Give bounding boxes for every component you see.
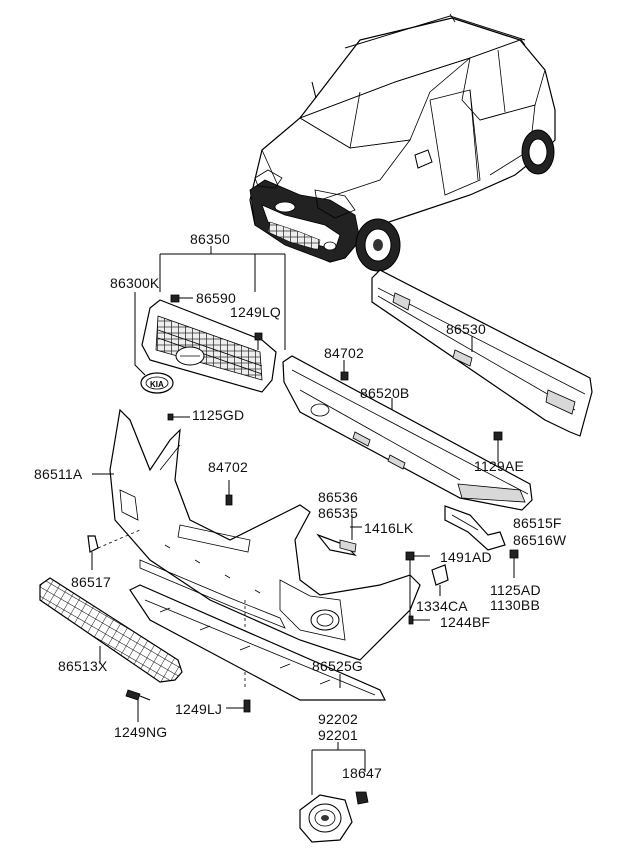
label-92201: 92201 xyxy=(318,727,358,743)
label-86517: 86517 xyxy=(71,574,111,590)
label-84702-mid: 84702 xyxy=(208,459,248,475)
fasteners-right xyxy=(405,551,449,625)
label-86513X: 86513X xyxy=(58,658,108,674)
bumper-beam xyxy=(371,269,593,462)
label-1125AD: 1125AD xyxy=(490,582,541,598)
label-86520B: 86520B xyxy=(360,385,409,401)
label-1130BB: 1130BB xyxy=(490,597,540,613)
label-1244BF: 1244BF xyxy=(440,614,490,630)
clip-86517 xyxy=(87,529,141,570)
label-1125GD: 1125GD xyxy=(192,407,244,423)
label-1416LK: 1416LK xyxy=(364,520,414,536)
lower-lip xyxy=(129,584,386,713)
label-86536: 86536 xyxy=(318,489,358,505)
label-1129AE: 1129AE xyxy=(474,458,524,474)
part-labels: 86350 86300K 86590 1249LQ 86530 84702 86… xyxy=(34,231,567,781)
label-1249LJ: 1249LJ xyxy=(175,701,222,717)
label-86525G: 86525G xyxy=(312,658,363,674)
label-1334CA: 1334CA xyxy=(416,598,468,614)
energy-absorber xyxy=(282,355,533,511)
label-1491AD: 1491AD xyxy=(440,549,492,565)
bracket-right xyxy=(444,505,519,578)
label-86350: 86350 xyxy=(190,231,230,247)
label-86535: 86535 xyxy=(318,505,358,521)
label-1249NG: 1249NG xyxy=(114,724,167,740)
lower-grille xyxy=(39,577,183,722)
label-86530: 86530 xyxy=(446,321,486,337)
label-18647: 18647 xyxy=(342,765,382,781)
label-86516W: 86516W xyxy=(513,532,567,548)
label-86300K: 86300K xyxy=(110,275,160,291)
label-1249LQ: 1249LQ xyxy=(230,304,281,320)
fog-lamp xyxy=(299,742,369,843)
label-86515F: 86515F xyxy=(513,515,562,531)
front-bumper-cover xyxy=(92,408,421,690)
svg-text:KIA: KIA xyxy=(150,380,164,389)
label-92202: 92202 xyxy=(318,711,358,727)
label-86590: 86590 xyxy=(196,290,236,306)
side-bracket xyxy=(316,514,362,556)
label-86511A: 86511A xyxy=(34,466,83,482)
label-84702-top: 84702 xyxy=(324,345,364,361)
car-illustration xyxy=(249,13,556,272)
radiator-grille-assembly: KIA xyxy=(134,246,286,394)
